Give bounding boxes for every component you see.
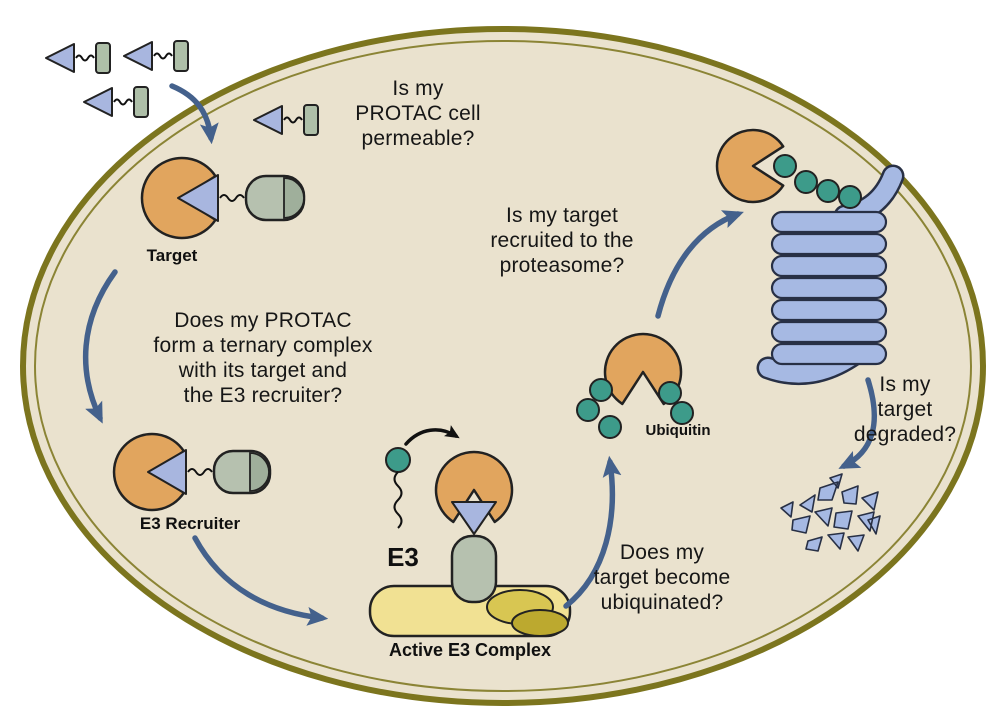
e3-subunit-icon bbox=[511, 609, 569, 637]
e3-recruiter-complex bbox=[112, 432, 272, 512]
protac-molecule-icon bbox=[83, 86, 149, 118]
ubiquitin-icon bbox=[598, 415, 622, 439]
label-active-e3-complex: Active E3 Complex bbox=[388, 640, 552, 660]
question-proteasome-recruit: Is my target recruited to the proteasome… bbox=[490, 204, 634, 277]
ubiquitinated-target bbox=[576, 332, 694, 439]
ubiquitin-tether-icon bbox=[393, 471, 403, 529]
question-cell-permeable: Is my PROTAC cell permeable? bbox=[355, 77, 481, 150]
question-degraded: Is my target degraded? bbox=[853, 373, 957, 446]
question-ubiquitinated: Does my target become ubiquinated? bbox=[593, 541, 731, 614]
e3-ligand-docked-icon bbox=[450, 534, 498, 604]
arrow-to-active-complex bbox=[192, 535, 329, 626]
arrow-ubiquitin-transfer bbox=[404, 425, 460, 446]
label-ubiquitin: Ubiquitin bbox=[645, 422, 711, 439]
active-e3-complex bbox=[368, 425, 572, 638]
ubiquitin-icon bbox=[816, 179, 840, 203]
e3-ligand-cap-icon bbox=[283, 177, 305, 219]
degraded-fragments-icon bbox=[780, 473, 881, 552]
e3-ligand-cap-icon bbox=[249, 452, 270, 492]
ubiquitin-icon bbox=[658, 381, 682, 405]
ubiquitin-icon bbox=[838, 185, 862, 209]
ubiquitin-icon bbox=[385, 447, 411, 473]
ubiquitin-icon bbox=[589, 378, 613, 402]
ligand-icon bbox=[147, 449, 187, 495]
protac-molecule-icon bbox=[45, 42, 111, 74]
proteasome bbox=[715, 128, 905, 385]
ubiquitin-icon bbox=[794, 170, 818, 194]
ubiquitin-icon bbox=[576, 398, 600, 422]
linker-icon bbox=[187, 468, 213, 476]
ligand-icon bbox=[451, 501, 497, 535]
ubiquitin-icon bbox=[670, 401, 694, 425]
target-protein-icon bbox=[715, 128, 785, 204]
proteasome-coil-icon bbox=[770, 210, 888, 366]
arrow-ternary-complex bbox=[83, 269, 118, 424]
arrow-cell-entry bbox=[169, 83, 219, 145]
protac-molecules-outside bbox=[45, 40, 189, 118]
linker-icon bbox=[219, 194, 245, 202]
arrow-proteasome-recruitment bbox=[655, 210, 744, 319]
target-complex bbox=[140, 156, 306, 240]
label-e3-recruiter: E3 Recruiter bbox=[139, 514, 241, 533]
arrow-degradation bbox=[838, 377, 877, 469]
label-e3: E3 bbox=[387, 542, 419, 572]
ligand-icon bbox=[177, 174, 219, 222]
arrow-ubiquitination bbox=[563, 455, 622, 609]
ubiquitin-icon bbox=[773, 154, 797, 178]
label-target: Target bbox=[146, 246, 198, 265]
question-ternary-complex: Does my PROTAC form a ternary complex wi… bbox=[153, 309, 373, 407]
protac-molecule-icon bbox=[123, 40, 189, 72]
